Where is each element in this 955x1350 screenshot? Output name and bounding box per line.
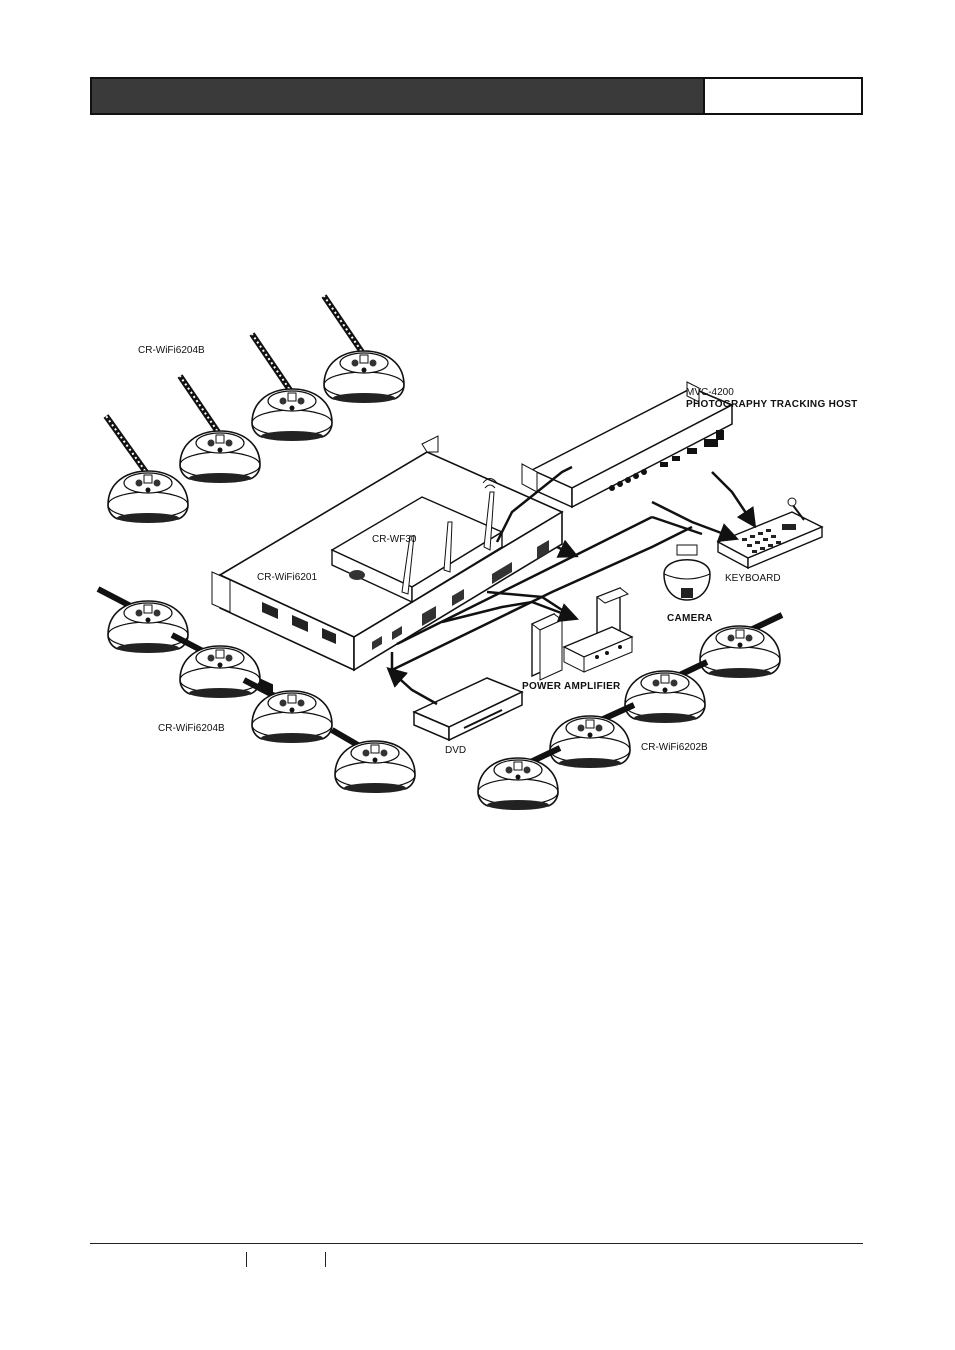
mic-unit-top-2 (177, 374, 261, 484)
camera-unit (663, 544, 711, 601)
label-tracking-host: PHOTOGRAPHY TRACKING HOST (686, 399, 858, 410)
header-title-block (92, 79, 705, 113)
header-page-block (705, 79, 861, 113)
mic-unit-right-2 (624, 659, 709, 724)
system-connection-diagram: CR-WiFi6204B CR-WiFi6201 CR-WF30 (92, 292, 862, 817)
mic-unit-top-1 (103, 414, 189, 524)
label-dvd: DVD (445, 745, 466, 756)
footer-rule (90, 1243, 863, 1244)
footer-separator-1 (246, 1252, 247, 1267)
label-main-host: CR-WiFi6201 (257, 572, 317, 583)
label-wireless-module: CR-WF30 (372, 534, 417, 545)
label-power-amplifier: POWER AMPLIFIER (522, 681, 621, 692)
mic-unit-left-1 (96, 586, 189, 654)
label-units-bottom-right: CR-WiFi6202B (641, 742, 708, 753)
label-units-bottom-left: CR-WiFi6204B (158, 723, 225, 734)
mic-unit-top-4 (321, 294, 405, 404)
mic-unit-right-4 (477, 745, 562, 811)
wireless-module-unit (330, 478, 504, 604)
mic-unit-left-4 (330, 727, 416, 794)
header-bar (90, 77, 863, 115)
tracking-host-unit (521, 381, 734, 509)
mic-unit-left-2 (170, 632, 261, 699)
connection-cables (386, 465, 757, 706)
label-camera: CAMERA (667, 613, 713, 624)
mic-unit-right-1 (699, 612, 784, 679)
label-tracking-model: MVC-4200 (686, 387, 734, 398)
dvd-unit (412, 677, 524, 742)
keyboard-unit (716, 497, 824, 570)
label-keyboard: KEYBOARD (725, 573, 781, 584)
mic-unit-left-3 (242, 677, 333, 744)
mic-unit-right-3 (549, 702, 636, 769)
footer-separator-2 (325, 1252, 326, 1267)
power-amplifier-unit (531, 586, 634, 681)
mic-unit-top-3 (249, 332, 333, 442)
label-units-top-left: CR-WiFi6204B (138, 345, 205, 356)
